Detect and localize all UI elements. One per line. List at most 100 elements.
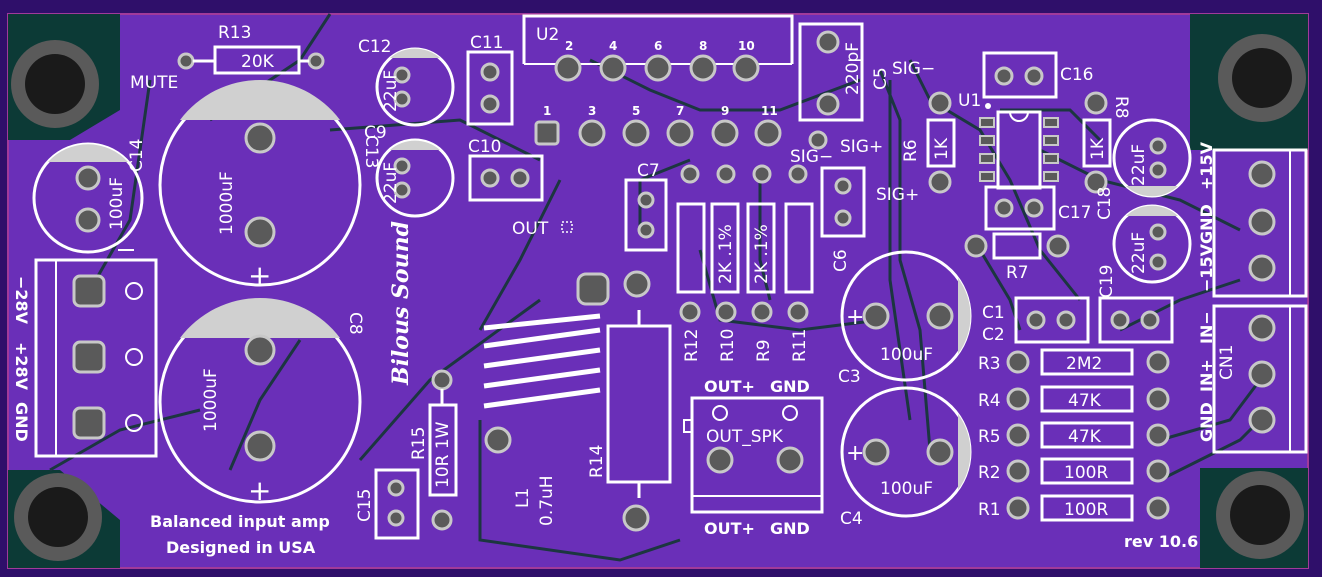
spk-out-plus-bot-label: OUT+ <box>704 519 755 538</box>
c17-capacitor <box>984 185 1056 231</box>
r12-label: R12 <box>682 329 702 362</box>
r5-resistor <box>1006 421 1170 449</box>
u2-power-ic <box>522 14 794 147</box>
c18-capacitor <box>1112 118 1192 198</box>
mute-label: MUTE <box>130 73 178 93</box>
svg-text:+: + <box>846 441 864 466</box>
footer-line-2: Designed in USA <box>166 538 316 557</box>
c11-capacitor <box>466 50 514 126</box>
power-minus28v-label: −28V <box>12 276 31 325</box>
c2-capacitor <box>1098 296 1174 344</box>
r5-value: 47K <box>1068 427 1102 447</box>
power-gnd-label: GND <box>12 402 31 442</box>
c4-value: 100uF <box>880 479 933 499</box>
in-minus-label: IN− <box>1197 311 1216 344</box>
spk-out-label: OUT_SPK <box>706 427 784 447</box>
r6-label: R6 <box>901 139 921 162</box>
c17-label: C17 <box>1058 203 1092 223</box>
mount-hole-bottom-left-icon <box>14 473 102 561</box>
out-testpoint-label: OUT <box>512 219 549 239</box>
in-gnd-label: GND <box>1197 402 1216 442</box>
mounting-holes <box>11 34 1306 561</box>
r3-resistor <box>1006 348 1170 376</box>
l1-value: 0.7uH <box>537 475 557 526</box>
r11-resistor <box>784 202 814 323</box>
c12-capacitor <box>375 47 455 127</box>
brand-logo-text: Bilous Sound <box>388 221 414 386</box>
u2-pin-10: 10 <box>738 39 755 53</box>
in-plus-label: IN+ <box>1197 359 1216 392</box>
sig-plus-label-2: SIG+ <box>876 185 919 205</box>
sig-pad-3 <box>752 164 772 184</box>
sig-minus-label-2: SIG− <box>892 59 935 79</box>
mount-hole-top-right-icon <box>1218 34 1306 122</box>
r6-value: 1K <box>932 137 952 160</box>
c3-capacitor: + <box>840 250 972 382</box>
u2-label: U2 <box>536 25 559 45</box>
c3-label: C3 <box>838 367 861 387</box>
r10-label: R10 <box>718 329 738 362</box>
c9-label: C9 <box>364 123 387 143</box>
r9-resistor <box>746 202 776 323</box>
r8-value: 1K <box>1088 137 1108 160</box>
board-outline <box>7 13 1309 569</box>
r1-label: R1 <box>978 500 1001 520</box>
r10-value: 2K .1% <box>716 224 736 284</box>
c4-capacitor: + <box>840 386 972 518</box>
u2-pin-1: 1 <box>543 104 551 118</box>
r14-label: R14 <box>587 445 607 478</box>
c10-label: C10 <box>468 137 502 157</box>
c13-label: C13 <box>361 135 381 169</box>
sig-minus-label-1: SIG− <box>790 147 833 167</box>
r4-label: R4 <box>978 391 1001 411</box>
c15-capacitor <box>374 468 420 540</box>
r4-resistor <box>1006 385 1170 413</box>
c1-capacitor <box>1014 296 1090 344</box>
power-terminal-block <box>34 249 158 458</box>
c8-label: C8 <box>345 312 365 335</box>
r7-resistor <box>964 232 1070 260</box>
c8-value: 1000uF <box>201 368 221 432</box>
speaker-terminal <box>683 396 824 514</box>
r11-label: R11 <box>790 329 810 362</box>
cn1-label: CN1 <box>1217 345 1237 380</box>
c7-capacitor <box>624 178 668 252</box>
r1-resistor <box>1006 494 1170 522</box>
u2-pin-3: 3 <box>588 104 596 118</box>
r15-value: 10R 1W <box>433 421 453 488</box>
sig-pad-4 <box>788 164 808 184</box>
c7-label: C7 <box>637 161 660 181</box>
svg-text:+: + <box>248 259 271 292</box>
u2-pin-4: 4 <box>609 39 617 53</box>
c11-label: C11 <box>470 33 504 53</box>
svg-text:+: + <box>846 305 864 330</box>
u2-pin-7: 7 <box>676 104 684 118</box>
c19-capacitor <box>1112 204 1192 284</box>
c12-label: C12 <box>358 37 392 57</box>
big-cap-top: + <box>158 79 362 292</box>
r4-value: 47K <box>1068 391 1102 411</box>
l1-inductor <box>483 270 651 454</box>
svg-text:+: + <box>248 474 271 507</box>
u2-pin-2: 2 <box>565 39 573 53</box>
c16-capacitor <box>982 51 1058 99</box>
pm15v-terminal-block <box>1212 148 1308 298</box>
sig-pad-1 <box>680 164 700 184</box>
u2-pin-6: 6 <box>654 39 662 53</box>
c12-value: 22uF <box>381 70 401 112</box>
r7-label: R7 <box>1006 263 1029 283</box>
power-plus28v-label: +28V <box>12 342 31 391</box>
c5-label: C5 <box>871 67 891 90</box>
l1-label: L1 <box>513 488 533 508</box>
c10-capacitor <box>468 154 544 202</box>
plus15v-label: +15V <box>1197 141 1216 190</box>
r9-value: 2K .1% <box>752 224 772 284</box>
c1-label: C1 <box>982 303 1005 323</box>
r5-label: R5 <box>978 427 1001 447</box>
sig-pad-5 <box>808 130 828 150</box>
c18-label: C18 <box>1095 186 1115 220</box>
c3-value: 100uF <box>880 345 933 365</box>
spk-gnd-top-label: GND <box>770 377 810 396</box>
r13-label: R13 <box>218 23 251 43</box>
